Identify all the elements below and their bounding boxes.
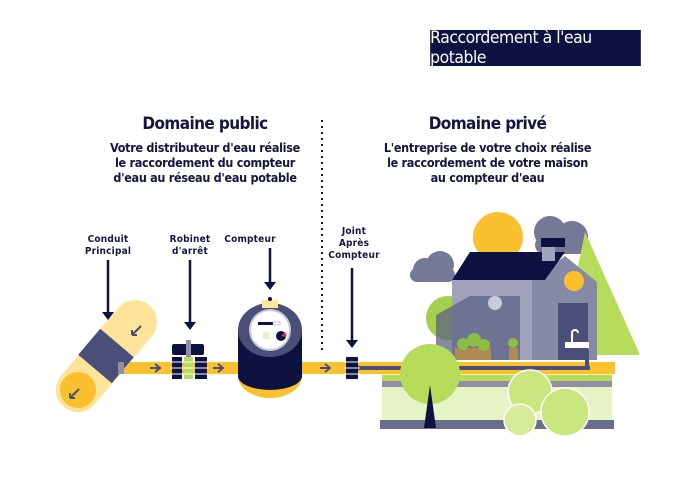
main-conduit-icon: [56, 300, 157, 412]
sun-icon: [473, 212, 523, 262]
label-robinet-arret: Robinet d'arrêt: [169, 234, 211, 257]
section-domaine-prive: Domaine privé L'entreprise de votre choi…: [375, 114, 600, 185]
section-title-public: Domaine public: [142, 114, 268, 134]
section-description-prive: L'entreprise de votre choix réalise le r…: [383, 140, 592, 185]
pointer-arrows: [102, 248, 358, 348]
label-conduit-principal: Conduit Principal: [84, 234, 132, 257]
section-description-public: Votre distributeur d'eau réalise le racc…: [110, 140, 300, 185]
joint-icon: [344, 357, 360, 379]
water-pipe: [110, 350, 615, 374]
shutoff-valve-icon: [170, 340, 208, 379]
water-meter-icon: [238, 297, 302, 398]
page-title: Raccordement à l'eau potable: [430, 28, 641, 68]
section-domaine-public: Domaine public Votre distributeur d'eau …: [95, 114, 315, 185]
label-compteur: Compteur: [224, 234, 276, 245]
label-joint-apres-compteur: Joint Après Compteur: [328, 226, 380, 261]
tree-icon: [400, 344, 590, 437]
house-icon: [436, 238, 597, 360]
section-title-prive: Domaine privé: [428, 114, 547, 134]
